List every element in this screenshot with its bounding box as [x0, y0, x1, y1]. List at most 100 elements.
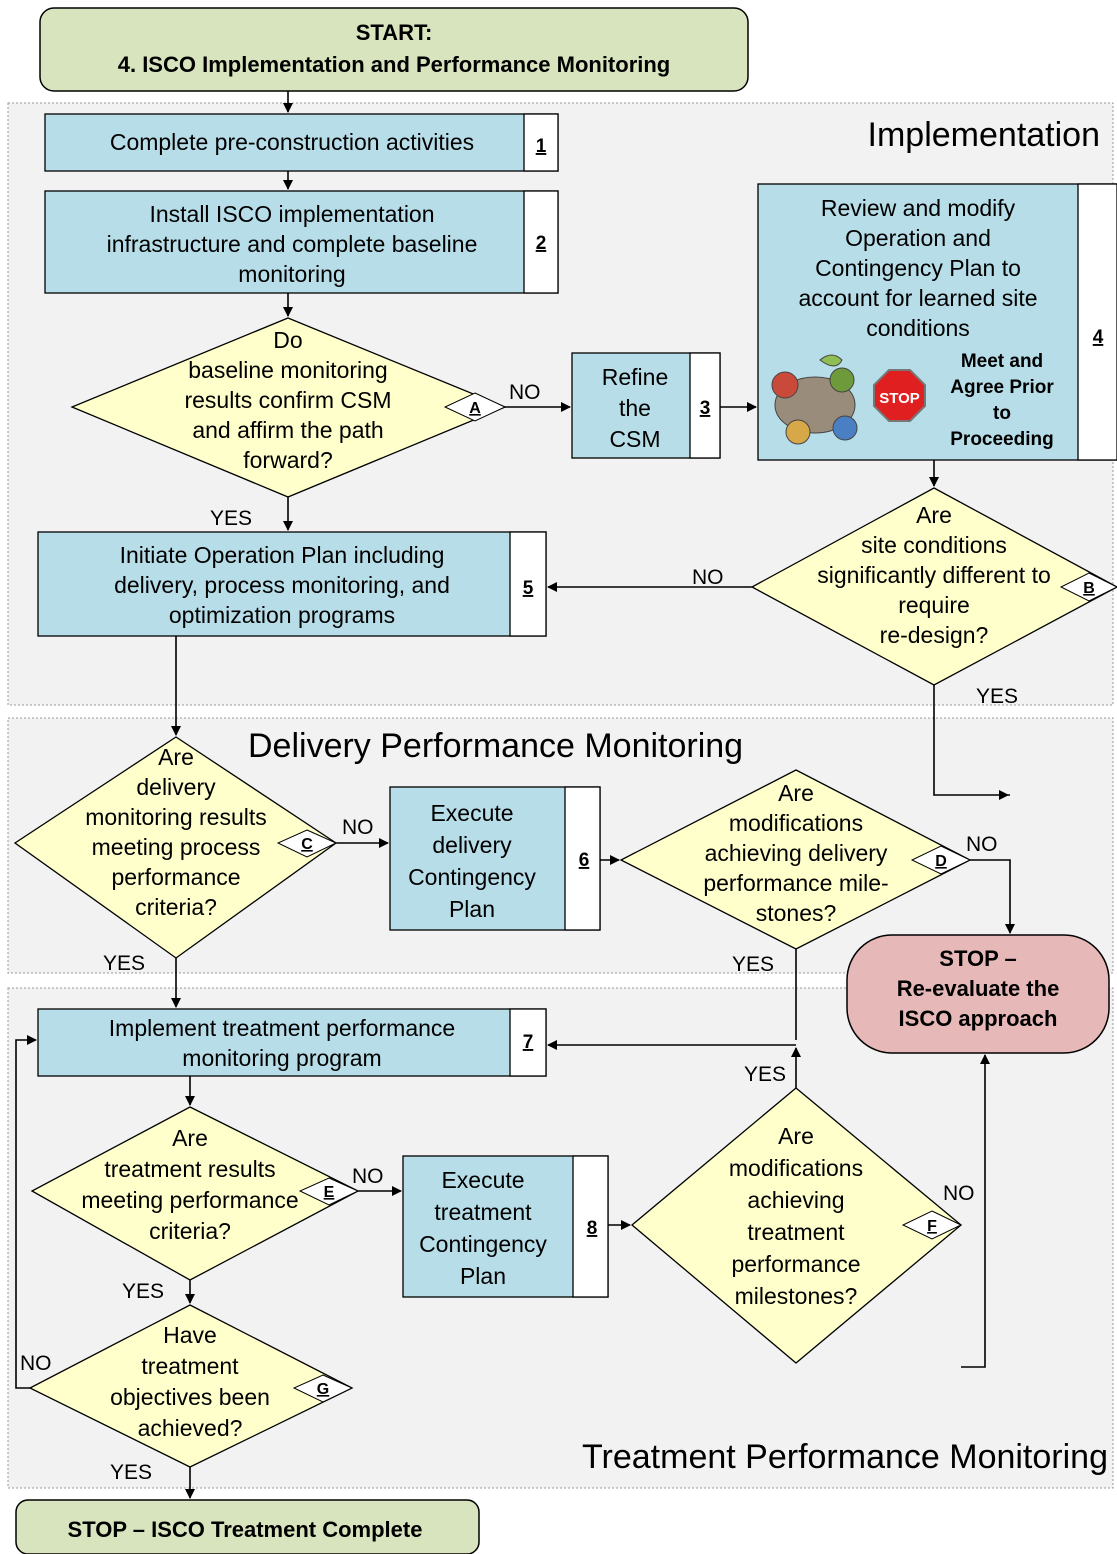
decision-f-letter: F	[927, 1218, 937, 1235]
decision-e-line-1: Are	[172, 1125, 208, 1151]
step-3-line-2: the	[619, 395, 651, 421]
decision-b-line-1: Are	[916, 502, 952, 528]
decision-c-line-5: performance	[111, 864, 240, 890]
decision-a-line-1: Do	[273, 327, 302, 353]
decision-e-line-2: treatment results	[104, 1156, 275, 1182]
decision-d-letter: D	[935, 853, 947, 870]
step-2-number: 2	[536, 233, 547, 254]
step-6-number: 6	[579, 850, 590, 871]
decision-g-line-4: achieved?	[138, 1415, 243, 1441]
step-8-number: 8	[587, 1218, 598, 1239]
edge-label-f-yes: YES	[744, 1063, 786, 1086]
decision-d-line-1: Are	[778, 780, 814, 806]
decision-g-line-3: objectives been	[110, 1384, 270, 1410]
edge-label-d-yes: YES	[732, 953, 774, 976]
start-label: START:	[356, 20, 433, 45]
edge-label-a-no: NO	[509, 381, 541, 404]
step-4-note-3: to	[993, 403, 1011, 424]
decision-e: Are treatment results meeting performanc…	[30, 1106, 360, 1281]
decision-g-line-1: Have	[163, 1322, 217, 1348]
decision-d: Are modifications achieving delivery per…	[619, 769, 972, 950]
decision-f-line-5: performance	[731, 1251, 860, 1277]
step-5-line-3: optimization programs	[169, 602, 395, 628]
decision-c-line-2: delivery	[136, 774, 216, 800]
decision-c: Are delivery monitoring results meeting …	[13, 736, 338, 959]
decision-c-line-3: monitoring results	[85, 804, 267, 830]
section-title-treatment: Treatment Performance Monitoring	[582, 1438, 1108, 1476]
step-2-line-2: infrastructure and complete baseline	[107, 231, 478, 257]
decision-g-line-2: treatment	[141, 1353, 239, 1379]
edge-label-c-yes: YES	[103, 952, 145, 975]
step-6-line-3: Contingency	[408, 864, 536, 890]
step-8-line-3: Contingency	[419, 1231, 547, 1257]
decision-f-line-4: treatment	[747, 1219, 845, 1245]
decision-c-letter: C	[301, 836, 313, 853]
decision-f-line-1: Are	[778, 1123, 814, 1149]
step-7-box: Implement treatment performance monitori…	[37, 1008, 547, 1077]
step-8-box: Execute treatment Contingency Plan 8	[402, 1155, 609, 1298]
step-5-number: 5	[523, 578, 534, 599]
step-3-number: 3	[700, 398, 711, 419]
step-4-line-4: account for learned site	[798, 285, 1037, 311]
step-4-line-5: conditions	[866, 315, 970, 341]
step-2-line-1: Install ISCO implementation	[149, 201, 434, 227]
step-3-line-3: CSM	[609, 426, 660, 452]
edge-label-c-no: NO	[342, 816, 374, 839]
decision-d-line-3: achieving delivery	[705, 840, 888, 866]
decision-b-line-4: require	[898, 592, 970, 618]
decision-b-letter: B	[1083, 580, 1095, 597]
section-title-delivery: Delivery Performance Monitoring	[248, 727, 743, 765]
stop-reevaluate-terminal: STOP – Re-evaluate the ISCO approach	[846, 934, 1110, 1054]
decision-b-line-3: significantly different to	[817, 562, 1051, 588]
step-4-note-4: Proceeding	[950, 429, 1053, 450]
edge-labels: NO YES NO YES NO YES NO YES YES NO NO YE…	[20, 381, 1018, 1484]
step-1-number: 1	[536, 136, 547, 157]
stop-reevaluate-line-1: STOP –	[939, 946, 1016, 971]
decision-a-line-4: and affirm the path	[192, 417, 383, 443]
edge-label-e-yes: YES	[122, 1280, 164, 1303]
stop-complete-label: STOP – ISCO Treatment Complete	[68, 1517, 423, 1542]
meeting-people-icon	[771, 354, 858, 445]
stop-reevaluate-line-2: Re-evaluate the	[897, 976, 1060, 1001]
step-3-line-1: Refine	[602, 364, 668, 390]
decision-e-line-3: meeting performance	[81, 1187, 298, 1213]
decision-a-line-5: forward?	[243, 447, 332, 473]
decision-b-line-5: re-design?	[880, 622, 989, 648]
start-terminal: START: 4. ISCO Implementation and Perfor…	[39, 7, 749, 92]
step-6-line-2: delivery	[432, 832, 512, 858]
step-8-line-4: Plan	[460, 1263, 506, 1289]
step-6-box: Execute delivery Contingency Plan 6	[389, 786, 601, 931]
edge-label-g-yes: YES	[110, 1461, 152, 1484]
step-2-box: Install ISCO implementation infrastructu…	[44, 190, 559, 294]
step-8-line-1: Execute	[441, 1167, 524, 1193]
decision-c-line-1: Are	[158, 744, 194, 770]
step-7-number: 7	[523, 1032, 534, 1053]
edge-label-f-no: NO	[943, 1182, 975, 1205]
edge-label-e-no: NO	[352, 1165, 384, 1188]
connectors	[15, 91, 1015, 1499]
stop-complete-terminal: STOP – ISCO Treatment Complete	[15, 1499, 480, 1554]
decision-d-line-4: performance mile-	[703, 870, 888, 896]
step-4-note-1: Meet and	[961, 351, 1043, 372]
step-4-line-1: Review and modify	[821, 195, 1016, 221]
decision-g: Have treatment objectives been achieved?…	[28, 1304, 354, 1468]
step-2-line-3: monitoring	[238, 261, 345, 287]
decision-c-line-6: criteria?	[135, 894, 217, 920]
decision-f-line-6: milestones?	[735, 1283, 858, 1309]
step-7-line-1: Implement treatment performance	[109, 1015, 455, 1041]
step-5-line-2: delivery, process monitoring, and	[114, 572, 450, 598]
edge-label-a-yes: YES	[210, 507, 252, 530]
decision-b-line-2: site conditions	[861, 532, 1007, 558]
decision-a-line-2: baseline monitoring	[188, 357, 387, 383]
stop-reevaluate-line-3: ISCO approach	[899, 1006, 1058, 1031]
stop-sign-text: STOP	[879, 390, 920, 407]
decision-g-letter: G	[317, 1381, 329, 1398]
decision-c-line-4: meeting process	[92, 834, 261, 860]
edge-label-b-no: NO	[692, 566, 724, 589]
decision-e-letter: E	[324, 1184, 335, 1201]
edge-label-g-no: NO	[20, 1352, 52, 1375]
decision-b: Are site conditions significantly differ…	[750, 487, 1117, 686]
step-4-number: 4	[1093, 327, 1104, 348]
step-4-box: Review and modify Operation and Continge…	[757, 183, 1117, 461]
